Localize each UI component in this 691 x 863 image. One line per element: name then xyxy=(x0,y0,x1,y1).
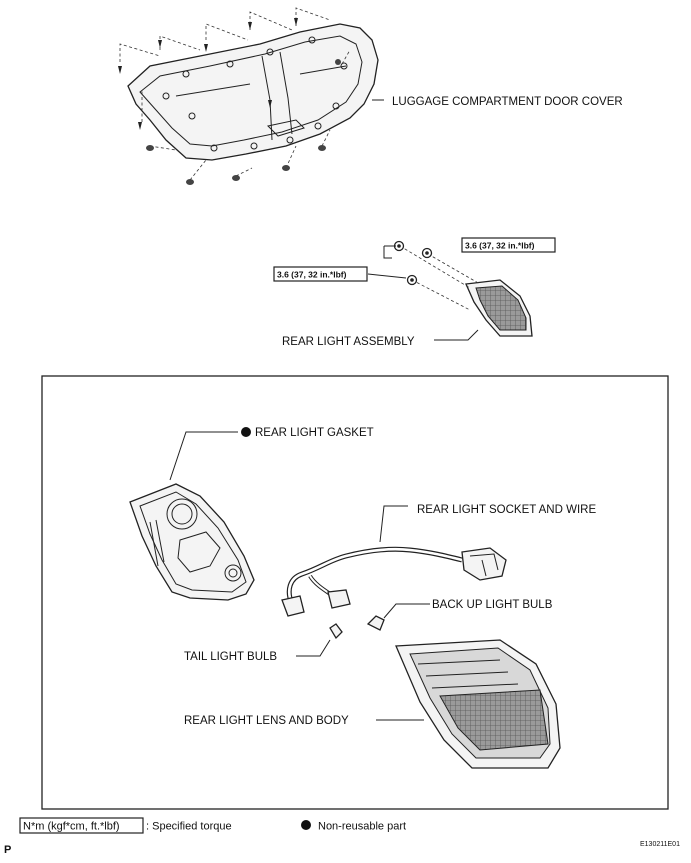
torque-box-left xyxy=(273,266,368,282)
legend-torque-box xyxy=(19,817,144,834)
torque-box-upper xyxy=(461,237,556,253)
label-rear-light-assembly: REAR LIGHT ASSEMBLY xyxy=(282,336,415,348)
clip-holes xyxy=(162,36,348,152)
label-lens-body: REAR LIGHT LENS AND BODY xyxy=(184,715,349,727)
label-gasket: REAR LIGHT GASKET xyxy=(255,427,374,439)
detail-frame xyxy=(41,375,669,810)
bullet-icon xyxy=(301,820,311,830)
back-up-bulb-illustration xyxy=(366,603,430,631)
legend-torque-text: : Specified torque xyxy=(146,821,232,833)
torque-upper: 3.6 (37, 32 in.*lbf) xyxy=(465,241,535,251)
legend-torque-units: N*m (kgf*cm, ft.*lbf) xyxy=(23,821,120,833)
label-socket-wire: REAR LIGHT SOCKET AND WIRE xyxy=(417,504,596,516)
rear-light-gasket-illustration xyxy=(129,431,255,601)
figure-id: E130211E01 xyxy=(640,841,680,848)
torque-left: 3.6 (37, 32 in.*lbf) xyxy=(277,270,347,280)
footer-mark: P xyxy=(4,844,11,856)
socket-wire-illustration xyxy=(281,505,507,617)
label-back-up-bulb: BACK UP LIGHT BULB xyxy=(432,599,553,611)
rear-light-assembly-illustration xyxy=(367,240,533,341)
lens-body-illustration xyxy=(376,639,561,769)
legend-nonreusable-text: Non-reusable part xyxy=(318,821,406,833)
tail-bulb-illustration xyxy=(296,623,343,657)
nut-icon xyxy=(393,240,433,286)
clip-icon xyxy=(118,18,341,185)
label-luggage-door-cover: LUGGAGE COMPARTMENT DOOR COVER xyxy=(392,96,623,108)
bullet-icon xyxy=(241,427,251,437)
luggage-door-cover-illustration xyxy=(118,7,384,185)
label-tail-bulb: TAIL LIGHT BULB xyxy=(184,651,277,663)
